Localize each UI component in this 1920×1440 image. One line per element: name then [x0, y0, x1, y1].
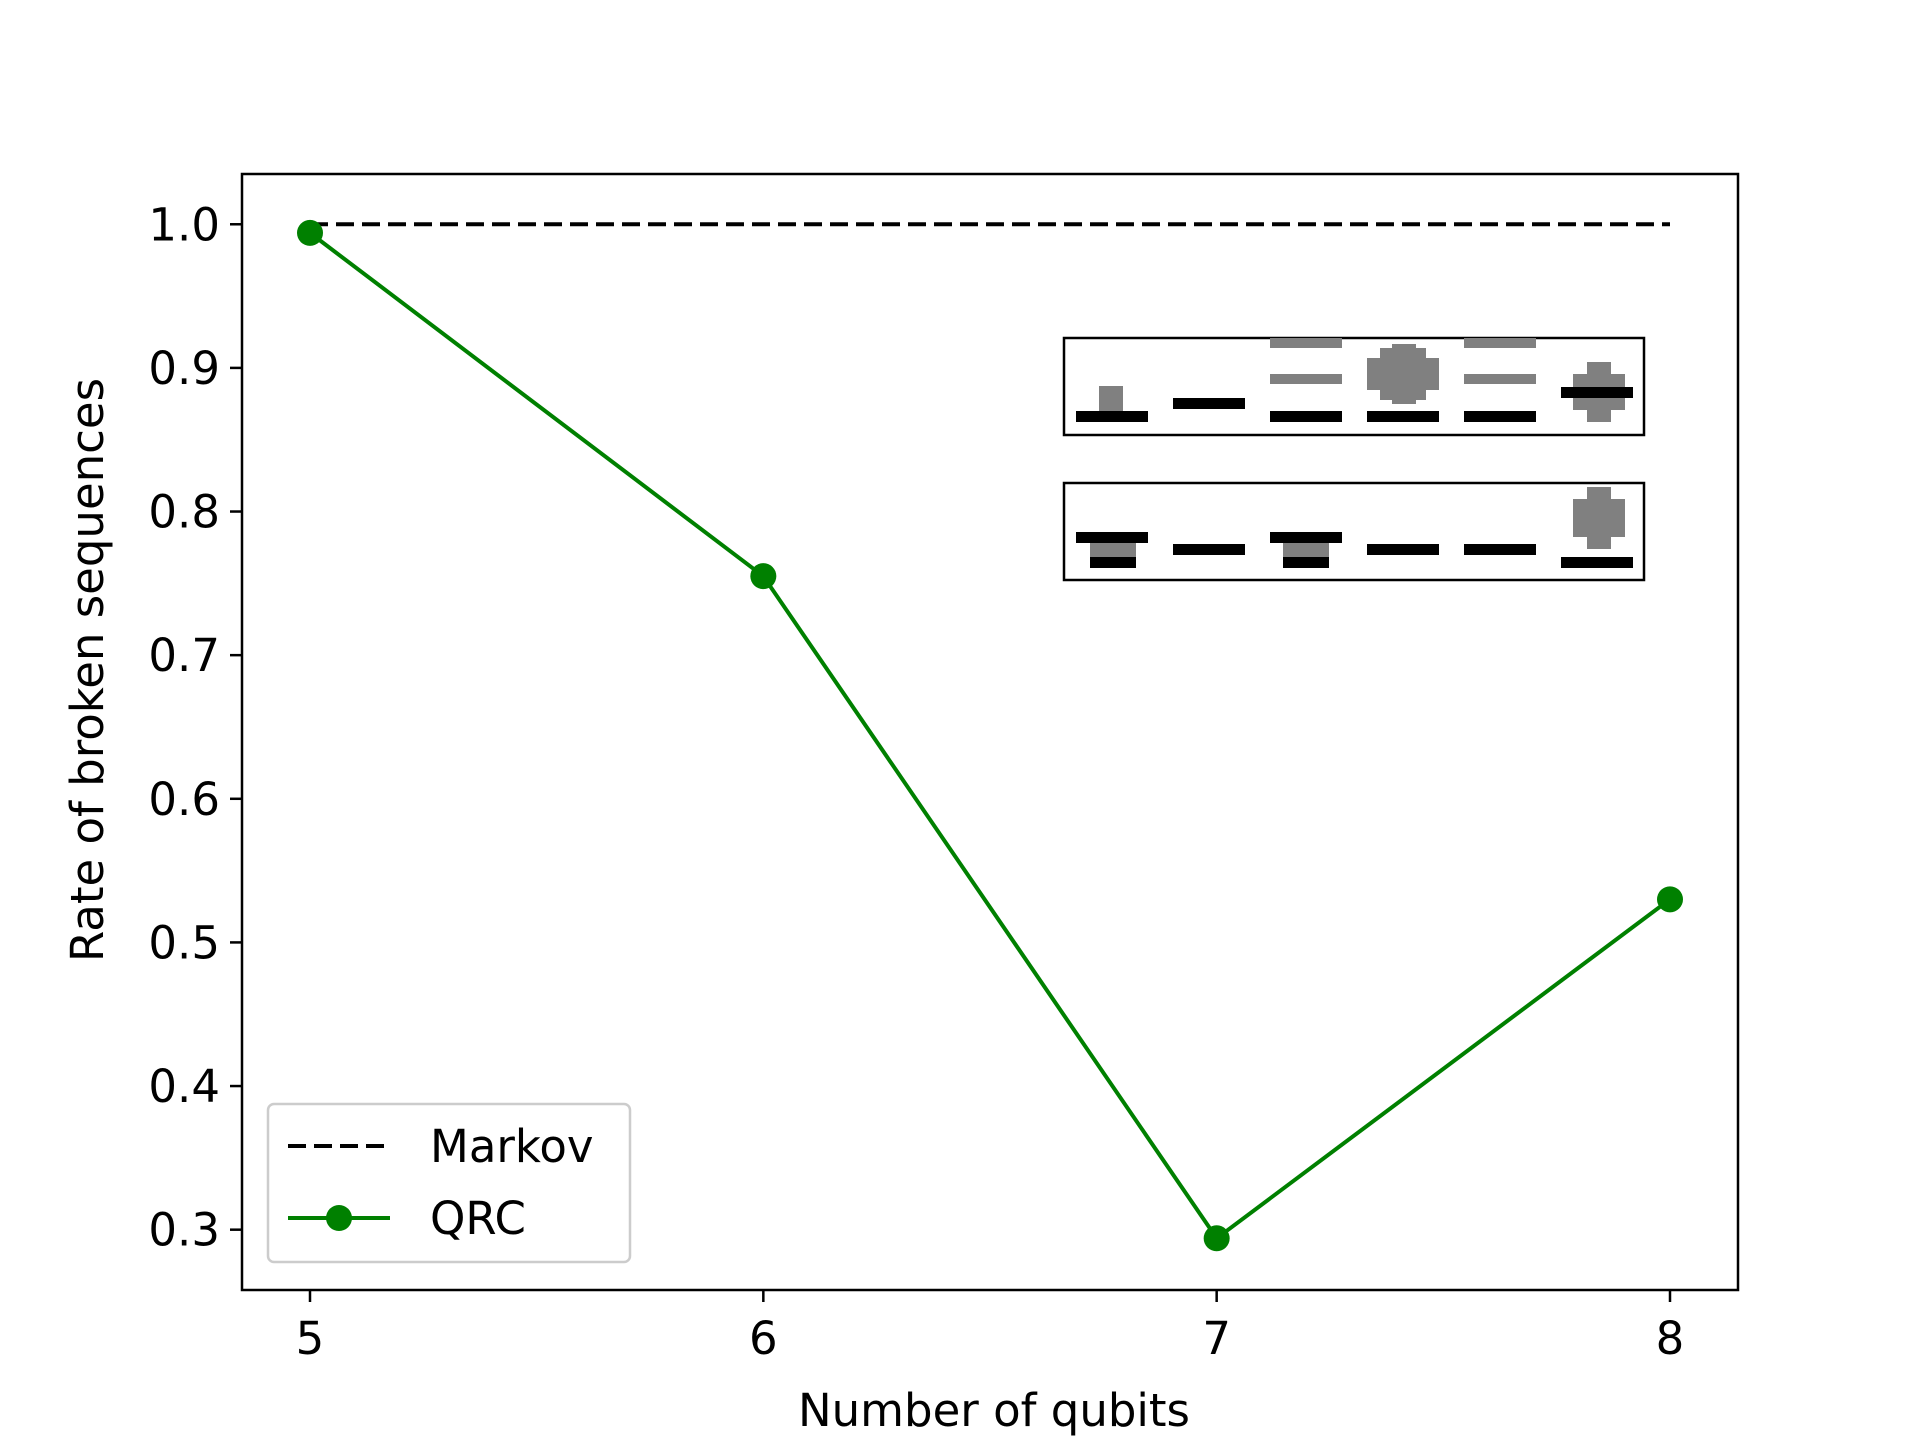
inset-note-2-4-0 — [1464, 544, 1536, 555]
inset-note-1-0-0 — [1099, 386, 1123, 412]
inset-note-2-1-0 — [1173, 544, 1245, 555]
inset-note-1-2-1 — [1270, 374, 1342, 384]
y-tick-label-0: 0.3 — [148, 1204, 220, 1257]
inset-note-2-2-1 — [1270, 532, 1342, 543]
inset-note-2-3-0 — [1367, 544, 1439, 555]
legend-marker-qrc — [326, 1205, 352, 1231]
data-point-qrc-0 — [297, 219, 323, 246]
inset-note-2-2-2 — [1283, 557, 1329, 568]
x-tick-label-0: 5 — [296, 1312, 325, 1365]
data-point-qrc-1 — [750, 563, 777, 590]
legend-label-qrc: QRC — [430, 1192, 526, 1245]
axes-frame — [240, 172, 1740, 1292]
inset-note-2-0-2 — [1090, 557, 1136, 568]
data-point-qrc-2 — [1203, 1225, 1230, 1252]
inset-note-2-2-0 — [1283, 539, 1329, 557]
inset-note-2-0-1 — [1076, 532, 1148, 543]
x-tick-label-2: 7 — [1202, 1312, 1231, 1365]
inset-note-1-3-2 — [1380, 348, 1426, 400]
inset-frame — [1062, 336, 1646, 437]
inset-note-1-4-2 — [1464, 411, 1536, 422]
y-tick-label-4: 0.7 — [148, 629, 220, 682]
inset-note-1-4-1 — [1464, 374, 1536, 384]
series-layer — [297, 219, 1683, 1252]
inset-note-1-0-1 — [1076, 411, 1148, 422]
legend-label-markov: Markov — [430, 1120, 594, 1173]
y-tick-label-7: 1.0 — [148, 198, 220, 251]
inset-note-2-5-2 — [1561, 557, 1633, 568]
inset-panel-1 — [1062, 336, 1646, 437]
data-point-qrc-3 — [1657, 886, 1683, 913]
inset-panel-2 — [1062, 481, 1646, 582]
inset-note-2-5-1 — [1573, 499, 1625, 537]
inset-note-1-2-0 — [1270, 338, 1342, 348]
inset-layer — [1062, 336, 1646, 582]
y-tick-label-1: 0.4 — [148, 1060, 220, 1113]
y-tick-label-3: 0.6 — [148, 773, 220, 826]
y-tick-label-2: 0.5 — [148, 916, 220, 969]
y-tick-label-5: 0.8 — [148, 486, 220, 539]
x-axis-label: Number of qubits — [798, 1384, 1190, 1437]
axes-layer: 5 6 7 8 0.3 0.4 0.5 0.6 0.7 0.8 0.9 1.0 — [148, 172, 1740, 1365]
inset-frame — [1062, 481, 1646, 582]
inset-note-1-1-0 — [1173, 398, 1245, 409]
inset-note-2-0-0 — [1090, 539, 1136, 557]
x-tick-label-3: 8 — [1656, 1312, 1685, 1365]
y-axis-label: Rate of broken sequences — [61, 378, 114, 962]
inset-note-1-3-3 — [1367, 411, 1439, 422]
inset-note-1-2-2 — [1270, 411, 1342, 422]
inset-note-1-5-2 — [1561, 387, 1633, 398]
x-tick-label-1: 6 — [749, 1312, 778, 1365]
legend-frame — [266, 1102, 632, 1264]
y-tick-label-6: 0.9 — [148, 342, 220, 395]
series-line-qrc — [308, 231, 1672, 1241]
inset-note-1-4-0 — [1464, 338, 1536, 348]
